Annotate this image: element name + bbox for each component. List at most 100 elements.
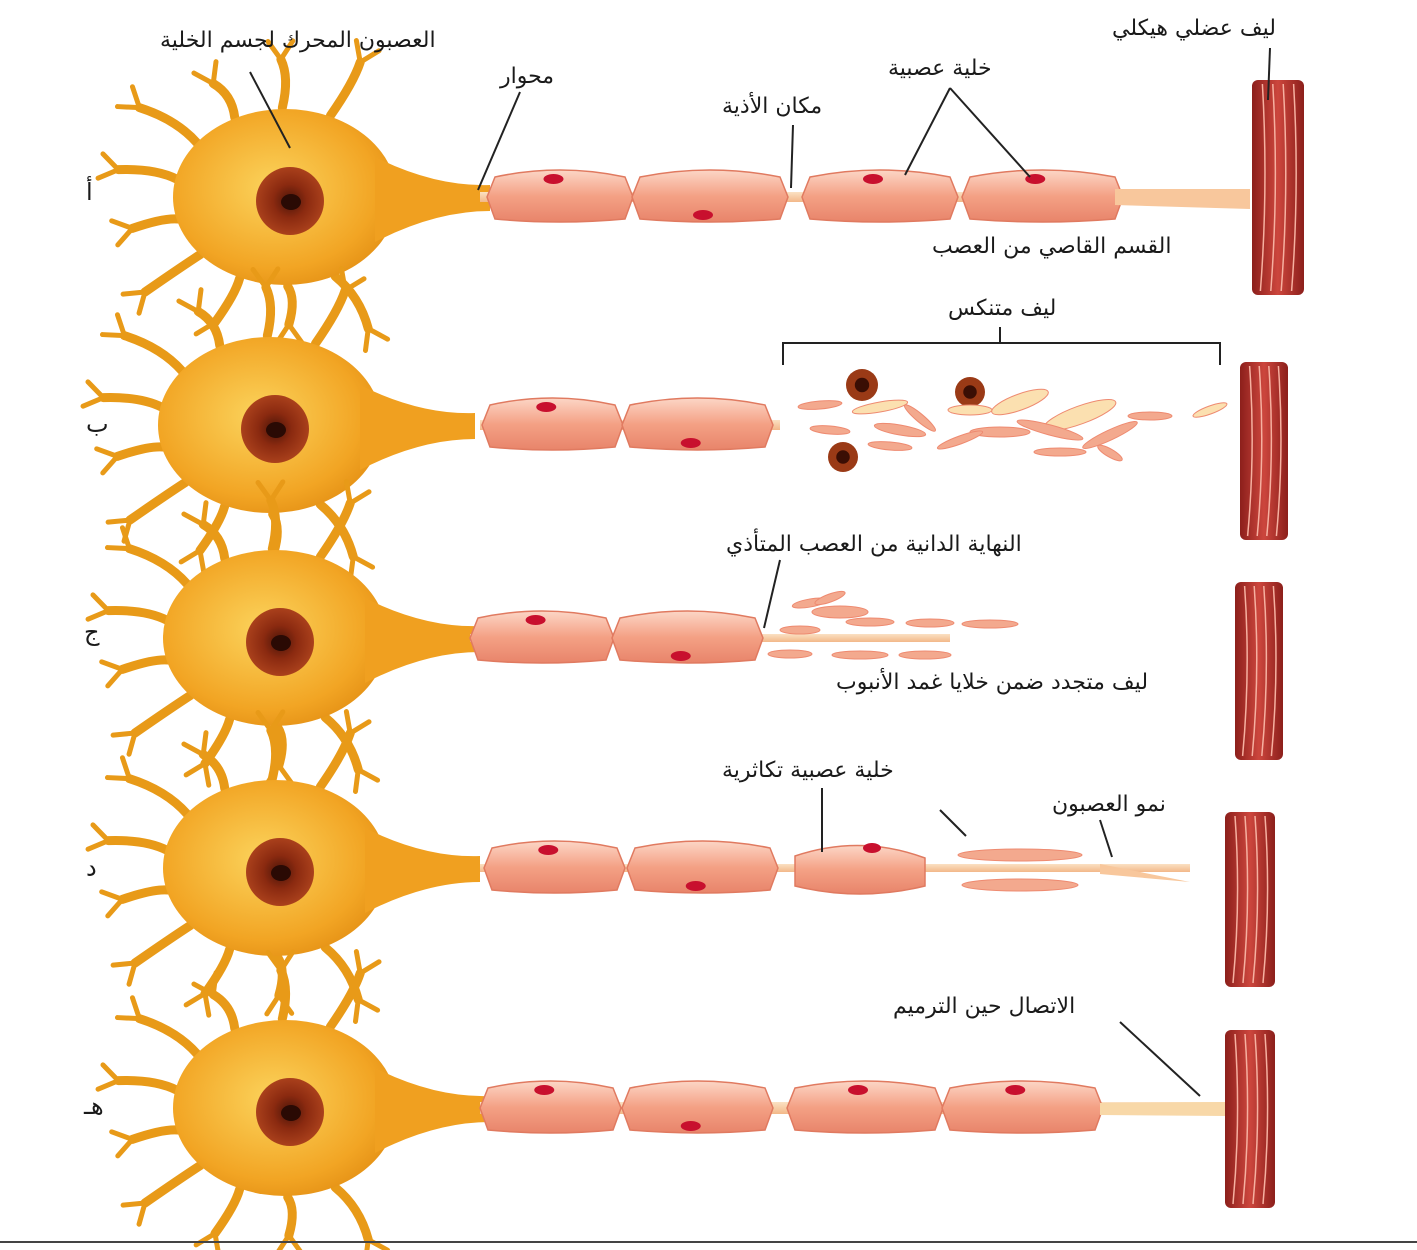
leader-schwann-2 xyxy=(950,88,1030,177)
nucleolus xyxy=(271,635,291,651)
myelin-debris xyxy=(812,606,868,618)
dendrite-branch xyxy=(355,770,377,792)
dendrite xyxy=(135,695,191,733)
myelin-debris xyxy=(1096,443,1124,464)
dendrite xyxy=(320,733,350,786)
axon-hillock xyxy=(375,157,490,242)
myelin-debris xyxy=(899,651,951,659)
dendrite-branch xyxy=(102,662,123,686)
label-distal-segment: القسم القاصي من العصب xyxy=(932,236,1172,258)
dendrite xyxy=(139,1019,197,1054)
dendrite xyxy=(135,925,191,963)
dendrite-branch xyxy=(341,269,364,291)
dendrite-branch xyxy=(112,1132,133,1156)
label-regenerating-fiber: ليف متجدد ضمن خلايا غمد الأنبوب xyxy=(836,672,1148,694)
label-proximal-end: النهاية الدانية من العصب المتأذي xyxy=(726,534,1022,556)
myelin-debris xyxy=(846,618,894,626)
macrophage-nucleus xyxy=(855,378,869,392)
axon-hillock xyxy=(375,1068,490,1153)
dendrite xyxy=(271,730,276,778)
schwann-nucleus xyxy=(544,174,564,184)
myelin-debris xyxy=(958,849,1082,861)
schwann-nucleus xyxy=(538,845,558,855)
nucleolus xyxy=(271,865,291,881)
myelin-debris xyxy=(962,879,1078,891)
dendrite xyxy=(132,1130,178,1140)
schwann-nucleus xyxy=(693,210,713,220)
dendrite xyxy=(271,500,276,548)
label-neuron-growth: نمو العصبون xyxy=(1052,794,1166,816)
dendrite xyxy=(288,1197,293,1235)
dendrite xyxy=(108,841,167,851)
label-axon: محوار xyxy=(500,66,554,88)
dendrite-branch xyxy=(346,712,369,734)
axon-hillock xyxy=(365,828,480,913)
myelin-debris xyxy=(906,619,954,627)
schwann-nucleus xyxy=(686,881,706,891)
bottom-rule xyxy=(0,1241,1417,1243)
dendrite-branch xyxy=(350,557,372,579)
row-c xyxy=(88,482,1283,792)
dendrite-branch xyxy=(194,62,216,84)
dendrite-branch xyxy=(365,329,387,351)
myelin-debris xyxy=(810,424,851,435)
myelin-debris xyxy=(798,399,843,411)
reconnected-axon xyxy=(1100,1102,1225,1116)
dendrite-branch xyxy=(113,733,135,754)
myelin-debris xyxy=(780,626,820,634)
leader-reconnection xyxy=(1120,1022,1200,1096)
dendrite xyxy=(139,108,197,143)
myelin-debris xyxy=(936,428,984,452)
dendrite-branch xyxy=(184,503,206,525)
axon-hillock xyxy=(365,598,480,683)
dendrite-branch xyxy=(98,1065,118,1089)
row-b xyxy=(83,269,1288,579)
proliferating-schwann xyxy=(795,845,925,894)
label-schwann-cell: خلية عصبية xyxy=(888,58,992,80)
dendrite xyxy=(330,62,360,115)
schwann-nucleus xyxy=(536,402,556,412)
row-a xyxy=(98,41,1304,351)
dendrite xyxy=(118,170,177,180)
leader-proximal-end xyxy=(764,560,780,628)
schwann-nucleus xyxy=(1005,1085,1025,1095)
myelin-debris xyxy=(832,651,888,659)
dendrite-branch xyxy=(107,528,129,549)
dendrite-branch xyxy=(112,221,133,245)
schwann-nucleus xyxy=(863,174,883,184)
schwann-nucleus xyxy=(534,1085,554,1095)
label-motor-neuron: العصبون المحرك لجسم الخلية xyxy=(160,30,436,52)
rows-layer xyxy=(83,41,1304,1250)
dendrite-branch xyxy=(97,449,118,473)
dendrite-branch xyxy=(123,1203,145,1224)
dendrite xyxy=(124,336,182,371)
myelin-debris xyxy=(1128,412,1172,420)
dendrite-branch xyxy=(88,825,108,849)
dendrite-branch xyxy=(186,993,209,1015)
leader-proliferating-2 xyxy=(940,810,966,836)
dendrite xyxy=(215,1189,240,1233)
row-label-c: ج xyxy=(84,620,100,644)
dendrite-branch xyxy=(355,1000,377,1022)
dendrite xyxy=(281,970,286,1018)
schwann-nucleus xyxy=(526,615,546,625)
dendrite xyxy=(266,287,271,335)
dendrite xyxy=(281,59,286,107)
schwann-nucleus xyxy=(681,438,701,448)
dendrite-branch xyxy=(102,315,124,336)
nucleolus xyxy=(266,422,286,438)
row-label-a: أ xyxy=(86,180,93,204)
leader-growth xyxy=(1100,820,1112,857)
dendrite xyxy=(122,890,168,900)
dendrite-branch xyxy=(98,154,118,178)
dendrite xyxy=(117,447,163,457)
row-label-d: د xyxy=(86,856,97,880)
dendrite xyxy=(213,84,235,118)
row-d xyxy=(88,712,1275,1022)
dendrite xyxy=(108,611,167,621)
dendrite xyxy=(315,290,345,343)
distal-axon xyxy=(1115,189,1250,209)
nucleolus xyxy=(281,1105,301,1121)
leader-schwann-1 xyxy=(905,88,950,175)
